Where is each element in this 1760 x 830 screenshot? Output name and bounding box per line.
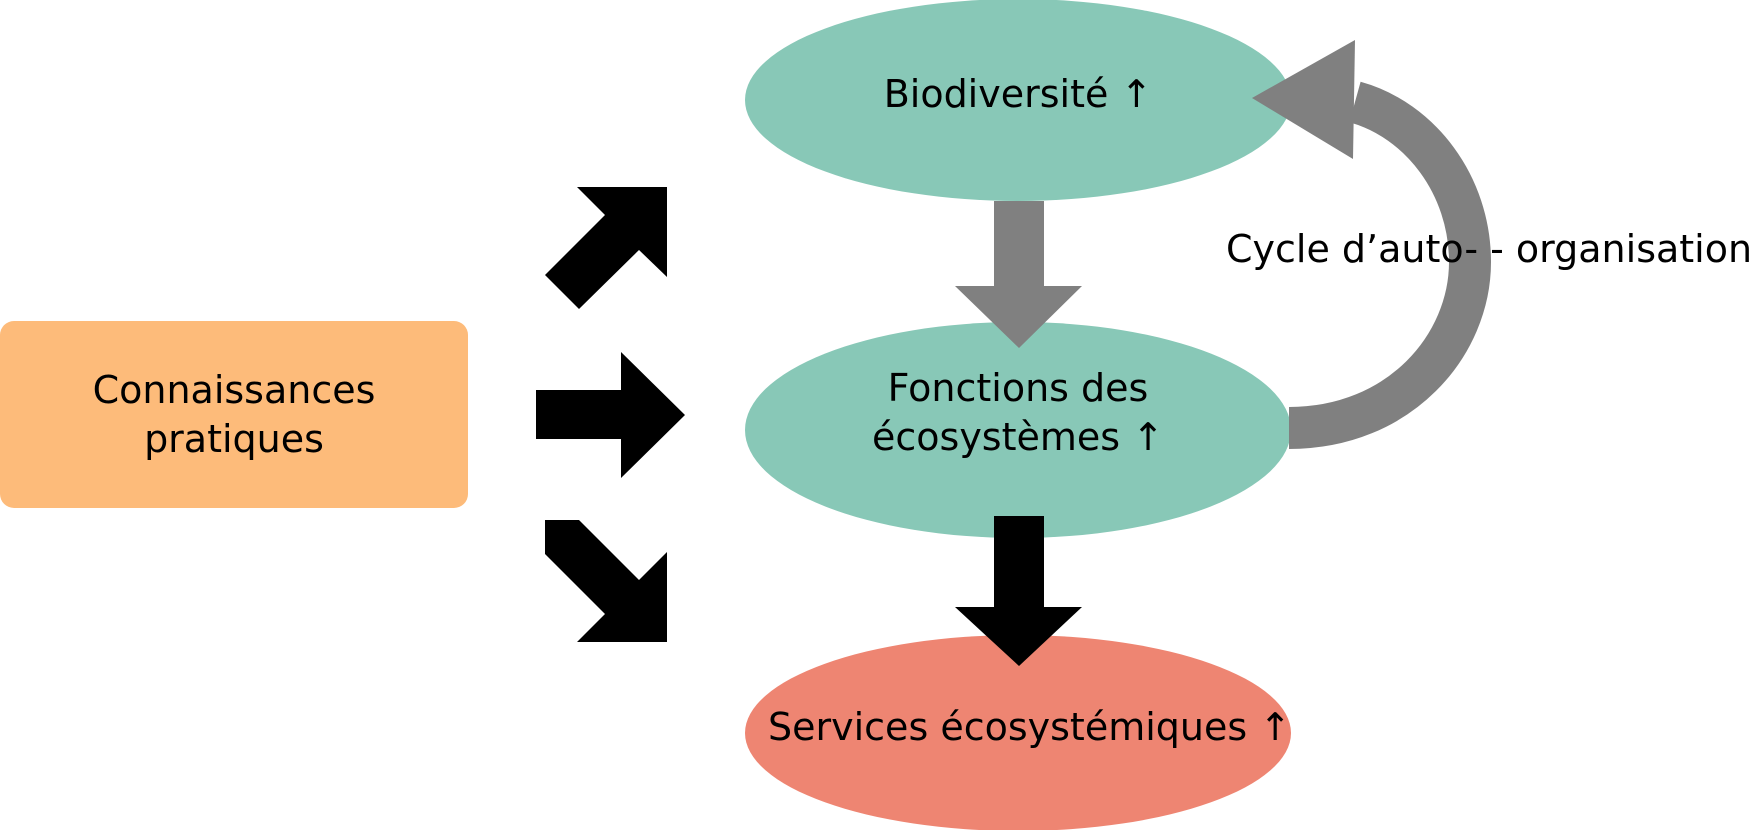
arrow-knowledge-to-biodiversity (545, 187, 667, 309)
knowledge-label-line2: pratiques (144, 416, 324, 461)
knowledge-box: Connaissances pratiques (0, 321, 468, 508)
functions-label: Fonctions des écosystèmes ↑ (818, 364, 1218, 462)
knowledge-label-line1: Connaissances (92, 367, 376, 412)
self-organization-loop-arrowhead (1252, 40, 1355, 159)
functions-node (745, 322, 1291, 538)
self-organization-loop-arc (1288, 81, 1492, 449)
arrow-functions-to-services (955, 516, 1082, 666)
arrow-knowledge-to-services (545, 520, 667, 642)
biodiversity-label: Biodiversité ↑ (883, 72, 1153, 116)
functions-label-line1: Fonctions des (887, 366, 1149, 410)
arrow-biodiversity-to-functions (955, 201, 1082, 348)
services-label: Services écosystémiques ↑ (768, 705, 1292, 749)
cycle-label: Cycle d’auto- - organisation (1226, 227, 1753, 271)
services-node (745, 635, 1291, 830)
biodiversity-node (745, 0, 1291, 201)
arrow-knowledge-to-functions (536, 352, 685, 478)
functions-label-line2: écosystèmes ↑ (872, 415, 1164, 459)
